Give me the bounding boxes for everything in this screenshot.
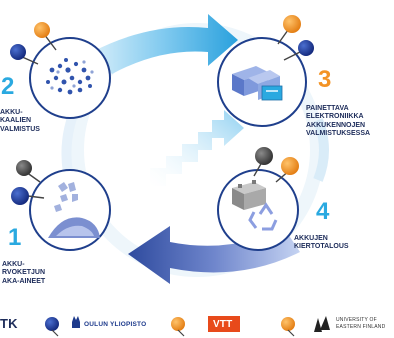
center-stair-arrow <box>150 110 244 186</box>
step-4-number: 4 <box>316 198 330 225</box>
right-arc <box>313 118 329 182</box>
logo-strip <box>45 316 330 337</box>
rocks-icon <box>54 182 78 212</box>
battery-icon <box>232 180 266 210</box>
step-2-number: 2 <box>1 73 15 100</box>
pin-icon <box>277 15 314 61</box>
pin-icon <box>11 160 45 205</box>
layers-icon <box>232 66 283 101</box>
partial-logo-text: TK <box>0 316 18 331</box>
ueaf-logo-line1: UNIVERSITY OF <box>336 317 377 323</box>
vtt-logo-box <box>208 316 240 332</box>
ueaf-emblem-icon <box>314 316 330 332</box>
recycle-icon <box>248 202 278 231</box>
vtt-logo-text: VTT <box>213 319 233 330</box>
pin-icon <box>10 22 57 65</box>
pin-icon <box>253 147 299 183</box>
step-2-circle <box>29 37 111 119</box>
step-1-circle <box>29 169 111 251</box>
step-3-circle <box>217 37 307 127</box>
ueaf-logo-line2: EASTERN FINLAND <box>336 324 386 330</box>
top-cycle-arrow <box>92 14 238 74</box>
step-3-number: 3 <box>318 66 332 93</box>
step-1-number: 1 <box>8 224 22 251</box>
oulu-crown-icon <box>72 316 80 328</box>
particles-icon <box>46 58 92 95</box>
step-4-circle <box>217 169 299 251</box>
oulu-logo-text: OULUN YLIOPISTO <box>84 321 147 328</box>
